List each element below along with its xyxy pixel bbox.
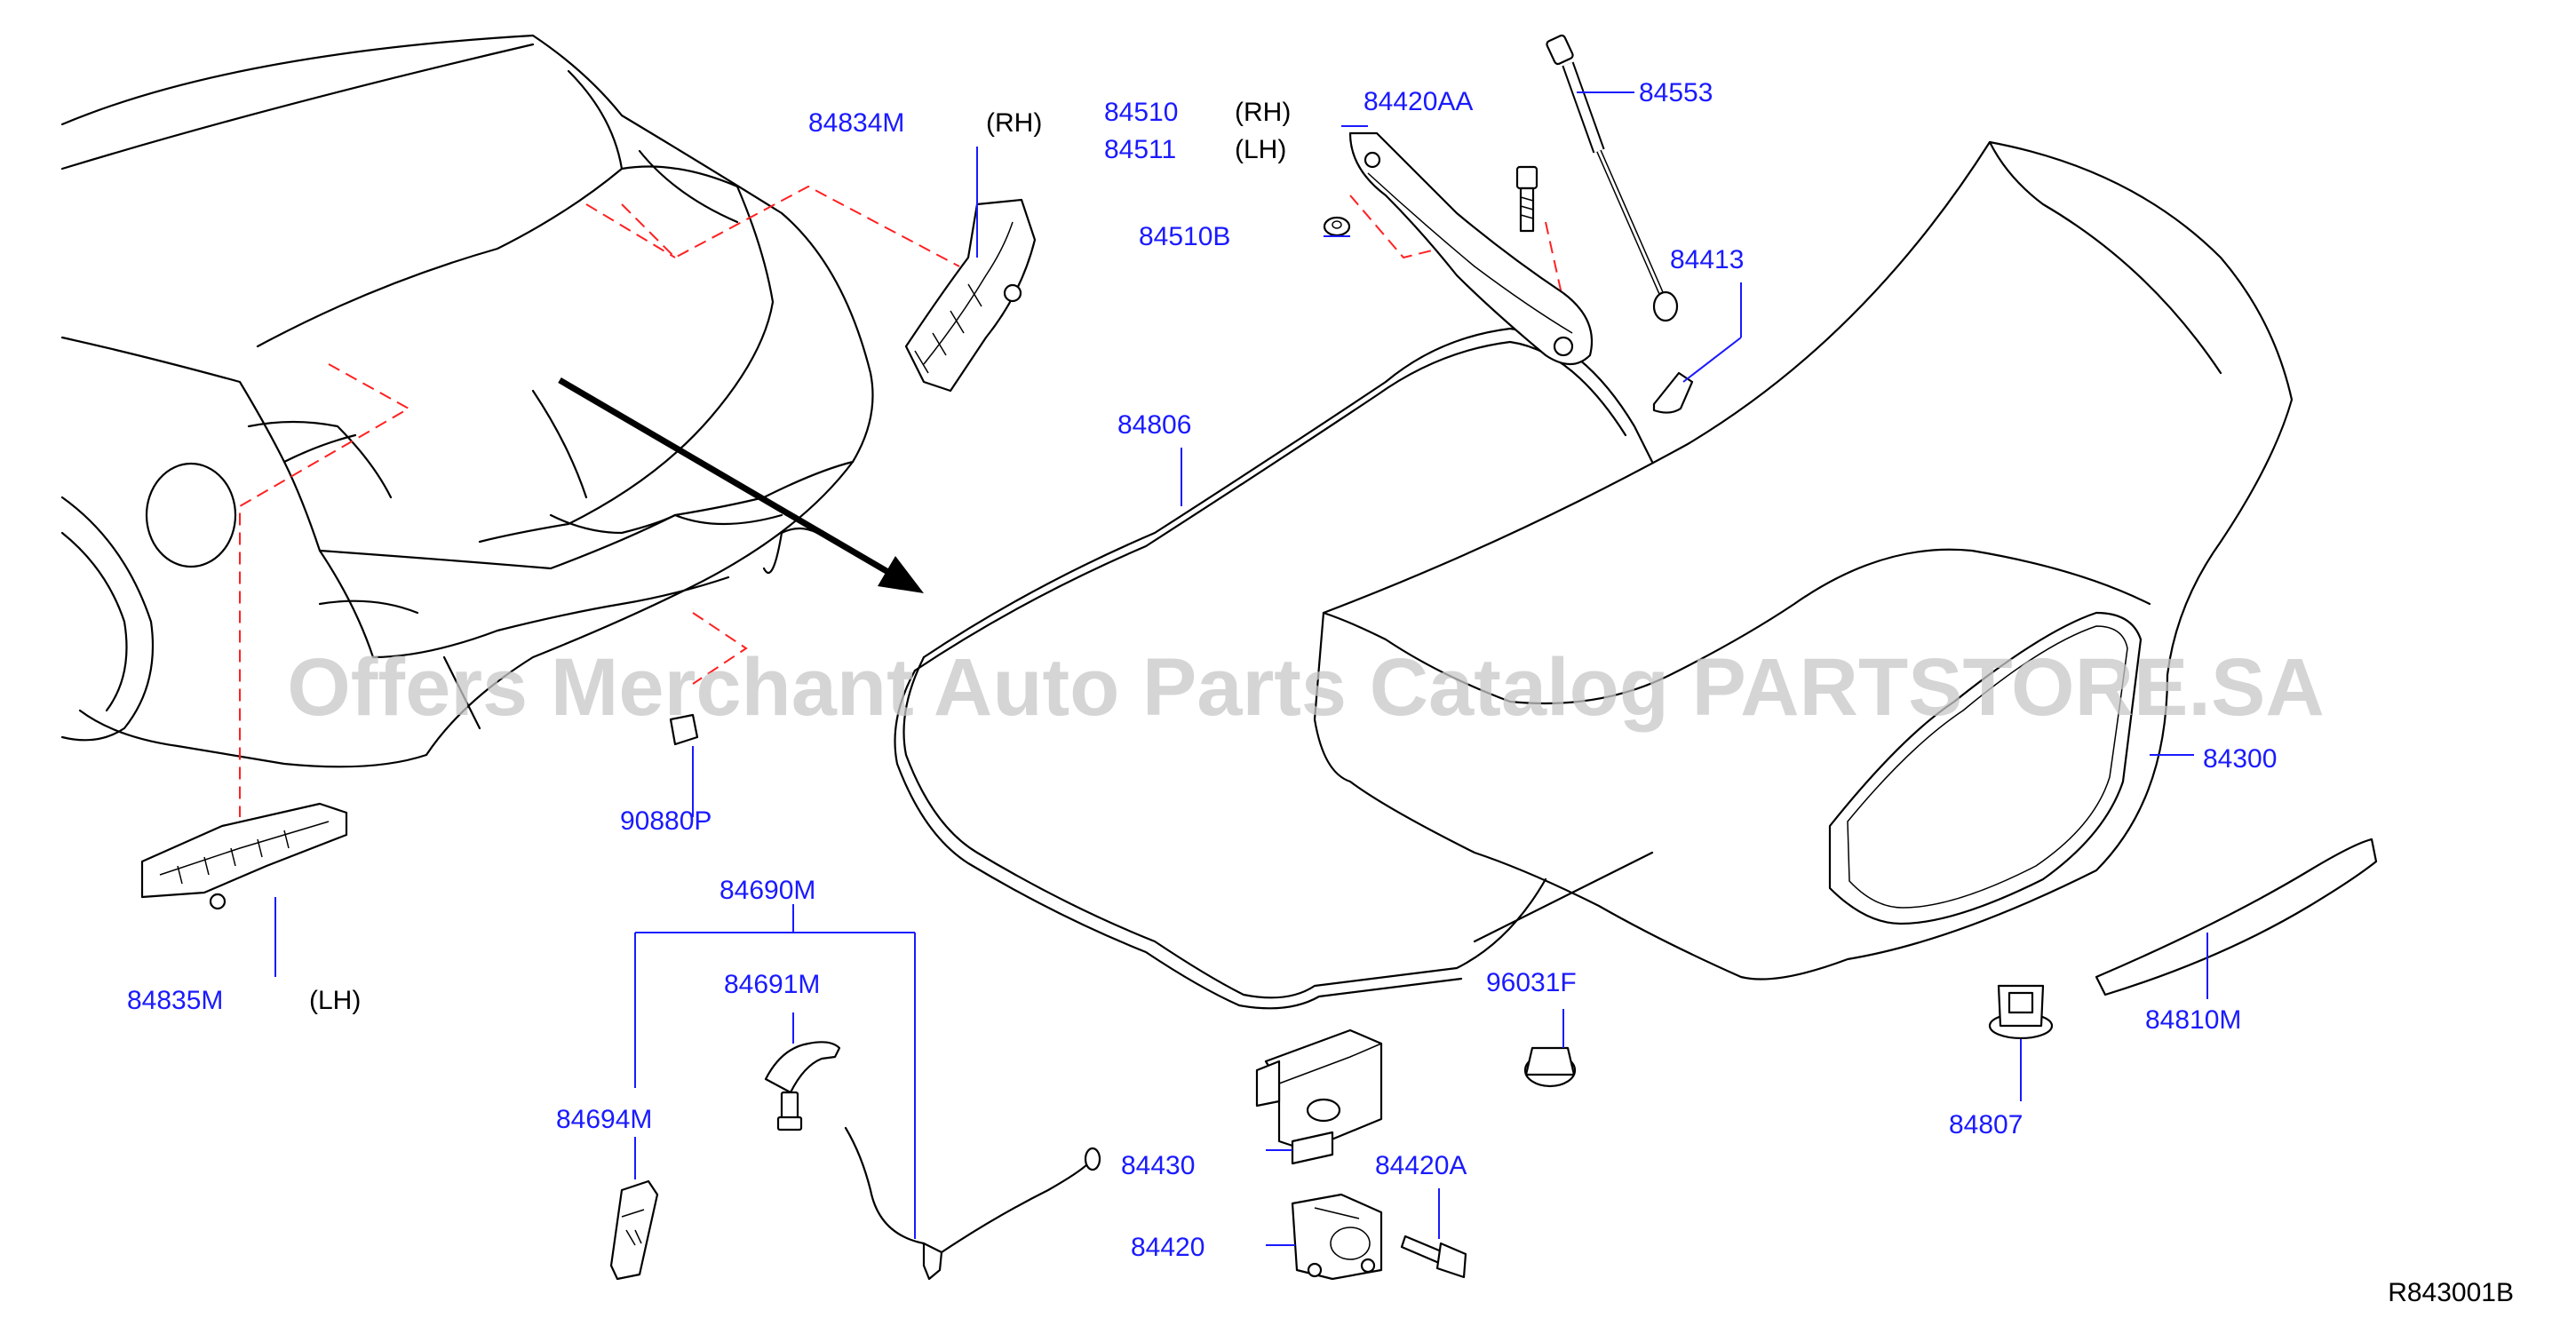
gas-strut-84553 <box>1546 34 1679 322</box>
bracket-84834M <box>904 198 1037 393</box>
callout-84690M: 84690M <box>720 876 815 905</box>
trunk-lid-84300 <box>1313 140 2294 981</box>
nut-84510B <box>1323 216 1351 237</box>
stop-84413 <box>1652 371 1694 414</box>
callout-84510: 84510 <box>1104 98 1178 127</box>
callout-84835M-side: (LH) <box>309 986 361 1015</box>
latch-84420 <box>1291 1193 1383 1281</box>
callout-84510-side: (RH) <box>1235 98 1291 127</box>
emblem-84694M <box>609 1179 659 1281</box>
callout-84420A: 84420A <box>1375 1151 1467 1180</box>
reference-code: R843001B <box>2388 1278 2514 1307</box>
direction-arrow <box>558 377 924 593</box>
hinge-bolt <box>1515 165 1538 233</box>
finisher-84810M <box>2095 838 2378 996</box>
callout-84510B: 84510B <box>1139 222 1230 251</box>
clip-90880P <box>669 713 699 746</box>
callout-84694M: 84694M <box>556 1105 652 1134</box>
callout-96031F: 96031F <box>1486 968 1577 997</box>
callout-84413: 84413 <box>1670 245 1744 274</box>
callout-84511-side: (LH) <box>1235 135 1286 164</box>
callout-84511: 84511 <box>1104 135 1176 164</box>
callout-84807: 84807 <box>1949 1110 2023 1139</box>
callout-84806: 84806 <box>1117 410 1191 440</box>
clip-96031F <box>1523 1046 1577 1088</box>
callout-84430: 84430 <box>1121 1151 1195 1180</box>
callout-84553: 84553 <box>1639 78 1713 107</box>
release-handle-84691M <box>764 1041 841 1131</box>
callout-84834M-side: (RH) <box>986 108 1042 138</box>
callout-84300: 84300 <box>2203 744 2277 774</box>
hinge-84510 <box>1348 131 1594 366</box>
callout-84835M: 84835M <box>127 986 223 1015</box>
bolt-84420A <box>1400 1235 1467 1279</box>
car-body-illustration <box>60 34 874 768</box>
callout-90880P: 90880P <box>620 806 712 836</box>
lock-actuator-84430 <box>1255 1028 1383 1165</box>
callout-84691M: 84691M <box>724 970 820 999</box>
watermark-text: Offers Merchant Auto Parts Catalog PARTS… <box>287 642 2325 733</box>
callout-84420AA: 84420AA <box>1364 87 1473 116</box>
release-cable <box>844 1126 1101 1281</box>
callout-84810M: 84810M <box>2145 1005 2241 1035</box>
bracket-84835M <box>140 802 348 910</box>
callout-labels: 84834M (RH) 84510 (RH) 84511 (LH) 84420A… <box>127 78 2277 1262</box>
callout-84834M: 84834M <box>808 108 904 138</box>
callout-84420: 84420 <box>1131 1233 1205 1262</box>
leader-lines <box>274 91 2208 1246</box>
grommet-84807 <box>1988 984 2054 1040</box>
